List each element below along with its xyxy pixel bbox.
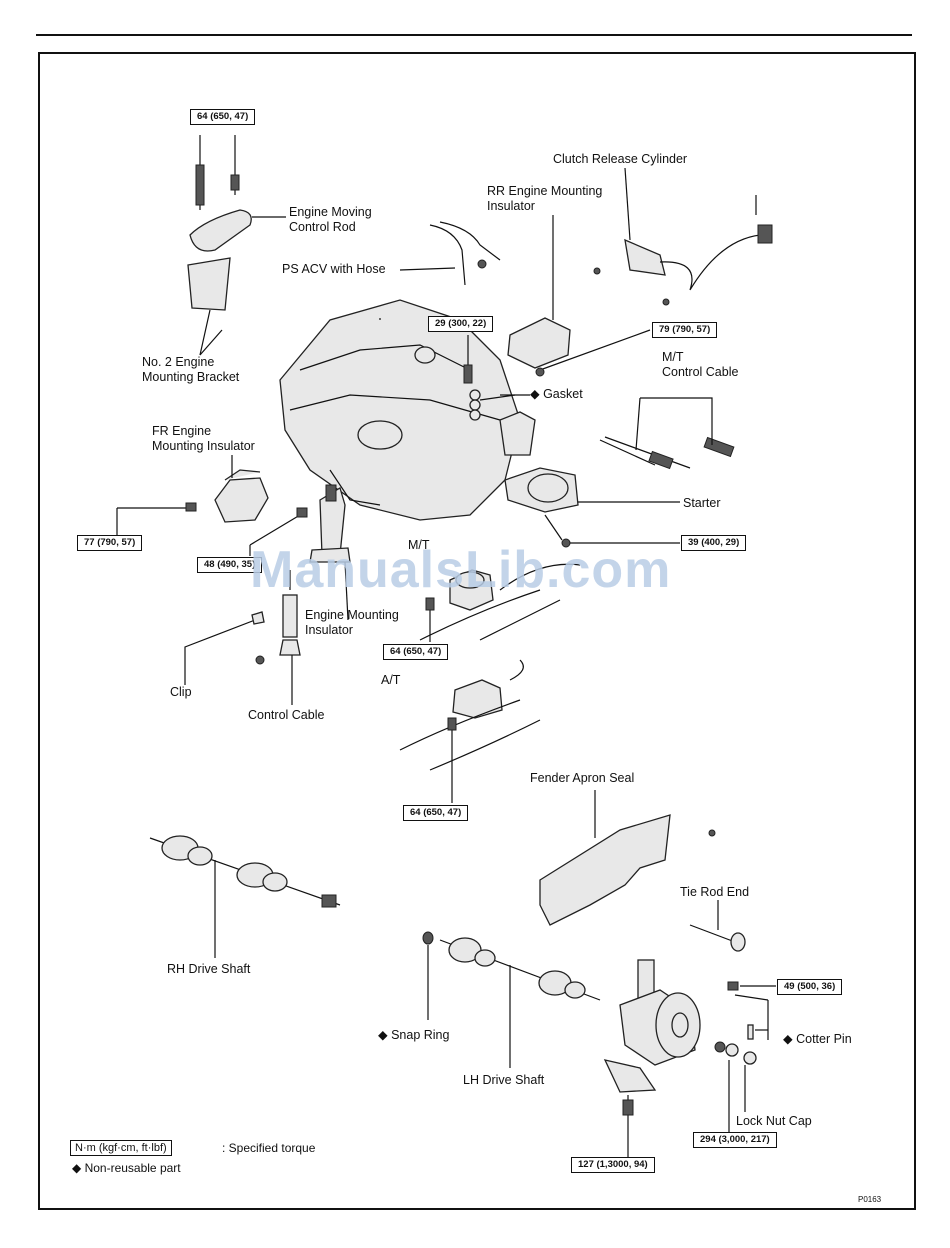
torque-box: 48 (490, 35) [197, 557, 263, 573]
torque-box: 29 (300, 22) [428, 316, 494, 332]
engine-block [279, 299, 521, 521]
top-rule [36, 34, 912, 36]
knuckle-hub [603, 959, 776, 1158]
lock-nut-cap-label: Lock Nut Cap [736, 1114, 812, 1128]
control-cable-assy [184, 570, 301, 705]
torque-box: 64 (650, 47) [403, 805, 469, 821]
mt-cable-label: M/T Control Cable [662, 350, 739, 379]
legend-unit-text: : Specified torque [222, 1141, 316, 1155]
gasket-parts [469, 389, 536, 456]
rh-drive-shaft-label: RH Drive Shaft [167, 962, 251, 976]
tie-rod [689, 900, 746, 952]
engine-moving-rod [187, 135, 286, 356]
rh-shaft [149, 835, 341, 958]
at-mount [399, 659, 541, 803]
fr-insulator [116, 455, 269, 535]
clip-label: Clip [170, 685, 192, 699]
lh-drive-shaft-label: LH Drive Shaft [463, 1073, 545, 1087]
clutch-release-label: Clutch Release Cylinder [553, 152, 688, 166]
watermark: ManualsLib.com [250, 541, 672, 599]
torque-box: 127 (1,3000, 94) [571, 1157, 655, 1173]
rr-insulator-label: RR Engine Mounting Insulator [487, 184, 603, 213]
legend-nonreusable: ◆ Non-reusable part [72, 1161, 181, 1175]
at-label: A/T [381, 673, 401, 687]
mt-label: M/T [408, 538, 430, 552]
engine-mount-column [249, 484, 351, 621]
tie-rod-end-label: Tie Rod End [680, 885, 750, 899]
figure-code: P0163 [858, 1195, 882, 1204]
lh-shaft [422, 931, 601, 1068]
clutch-cylinder [593, 167, 773, 306]
starter-label: Starter [683, 496, 721, 510]
no2-bracket-label: No. 2 Engine Mounting Bracket [142, 355, 240, 384]
mt-mount [419, 563, 581, 642]
torque-box: 64 (650, 47) [383, 644, 449, 660]
snap-ring-label: ◆ Snap Ring [378, 1028, 450, 1042]
ps-acv-hose [399, 221, 501, 384]
mt-control-cable [599, 397, 735, 470]
torque-box: 294 (3,000, 217) [693, 1132, 777, 1148]
fender-apron-seal-label: Fender Apron Seal [530, 771, 635, 785]
torque-box: 77 (790, 57) [77, 535, 143, 551]
fr-insulator-label: FR Engine Mounting Insulator [152, 424, 255, 453]
torque-box: 39 (400, 29) [681, 535, 747, 551]
legend-unit-box: N·m (kgf·cm, ft·lbf) [70, 1140, 172, 1156]
torque-box: 49 (500, 36) [777, 979, 843, 995]
cotter-pin-label: ◆ Cotter Pin [783, 1032, 852, 1046]
fender-seal [539, 790, 716, 926]
torque-box: 64 (650, 47) [190, 109, 256, 125]
engine-mounting-insulator-label: Engine Mounting Insulator [305, 608, 399, 637]
gasket-label: ◆ Gasket [530, 387, 583, 401]
engine-moving-rod-label: Engine Moving Control Rod [289, 205, 372, 234]
torque-box: 79 (790, 57) [652, 322, 718, 338]
control-cable-label: Control Cable [248, 708, 325, 722]
rr-insulator [507, 215, 651, 377]
starter-motor [504, 467, 680, 548]
ps-acv-label: PS ACV with Hose [282, 262, 386, 276]
diagram-frame [38, 52, 916, 1210]
